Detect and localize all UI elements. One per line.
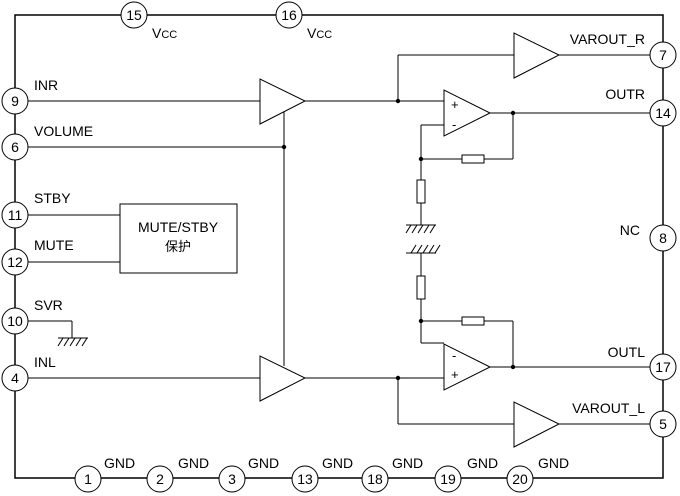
pin-8: 8: [649, 224, 677, 252]
feedback-resistor-right: [461, 154, 485, 164]
svg-text:12: 12: [7, 254, 23, 270]
wires: [28, 54, 650, 425]
svg-text:8: 8: [659, 230, 667, 246]
junction-dot: [281, 144, 287, 150]
pin-1-label: GND: [104, 455, 135, 471]
opamp-left-minus: -: [452, 348, 456, 363]
pin-16-label: VCC: [307, 25, 332, 41]
pin-14: 14: [649, 99, 677, 127]
svg-text:10: 10: [7, 313, 23, 329]
pin-3-label: GND: [248, 455, 279, 471]
pin-18: 18: [361, 465, 389, 493]
ground-symbol-svr: [57, 337, 88, 347]
opamp-right-minus: -: [452, 117, 456, 132]
varout-buffer-left: [513, 401, 561, 448]
opamp-left-plus: +: [451, 367, 459, 382]
pin-2: 2: [146, 465, 174, 493]
pin-6: 6: [1, 133, 29, 161]
pin-13: 13: [291, 465, 319, 493]
mute-stby-block-subtitle: 保护: [165, 239, 191, 254]
ground-symbol-upper: [405, 224, 436, 234]
pin-9-label: INR: [34, 77, 58, 93]
junction-dot: [510, 110, 516, 116]
svg-text:5: 5: [659, 416, 667, 432]
input-amp-right: [259, 78, 307, 125]
svg-text:1: 1: [84, 471, 92, 487]
svg-text:4: 4: [11, 370, 19, 386]
pin-20-label: GND: [538, 455, 569, 471]
pin-7-label: VAROUT_R: [570, 31, 645, 47]
pin-6-label: VOLUME: [34, 123, 93, 139]
output-opamp-right: [443, 89, 492, 137]
junction-dot: [395, 98, 401, 104]
svg-text:19: 19: [440, 471, 456, 487]
pin-12-label: MUTE: [34, 237, 74, 253]
pin-11: 11: [1, 201, 29, 229]
pin-17-label: OUTL: [608, 344, 646, 360]
junction-dot: [418, 156, 424, 162]
svg-text:16: 16: [281, 7, 297, 23]
pin-2-label: GND: [178, 455, 209, 471]
svg-text:6: 6: [11, 139, 19, 155]
output-opamp-left: [443, 343, 492, 391]
pin-17: 17: [649, 353, 677, 381]
pin-9: 9: [1, 87, 29, 115]
pin-3: 3: [218, 465, 246, 493]
mute-stby-block: [119, 203, 238, 274]
mute-stby-block-title: MUTE/STBY: [138, 219, 219, 235]
varout-buffer-right: [513, 32, 561, 79]
pin-19: 19: [434, 465, 462, 493]
svg-text:9: 9: [11, 93, 19, 109]
pin-4: 4: [1, 364, 29, 392]
junction-dot: [395, 375, 401, 381]
svg-text:15: 15: [126, 7, 142, 23]
pin-20: 20: [506, 465, 534, 493]
pin-12: 12: [1, 248, 29, 276]
pin-11-label: STBY: [34, 190, 71, 206]
pin-5: 5: [649, 410, 677, 438]
svg-text:14: 14: [655, 105, 671, 121]
svg-text:7: 7: [659, 47, 667, 63]
feedback-resistor-left: [461, 316, 485, 326]
pin-15-label: VCC: [152, 25, 177, 41]
svg-text:17: 17: [655, 359, 671, 375]
svg-text:11: 11: [8, 207, 23, 223]
pin-7: 7: [649, 41, 677, 69]
ground-resistor-right: [416, 179, 426, 204]
junction-dot: [418, 318, 424, 324]
pin-19-label: GND: [467, 455, 498, 471]
ground-symbol-lower: [406, 244, 441, 254]
svg-text:20: 20: [512, 471, 528, 487]
pin-16: 16: [275, 1, 303, 29]
pin-18-label: GND: [392, 455, 423, 471]
pin-13-label: GND: [322, 455, 353, 471]
svg-text:13: 13: [297, 471, 313, 487]
pin-8-label: NC: [620, 222, 640, 238]
pin-5-label: VAROUT_L: [572, 400, 645, 416]
pin-14-label: OUTR: [605, 86, 645, 102]
svg-text:3: 3: [228, 471, 236, 487]
svg-text:18: 18: [367, 471, 383, 487]
ground-resistor-left: [416, 275, 426, 300]
pin-10-label: SVR: [34, 297, 63, 313]
chip-outline: [14, 14, 664, 479]
svg-text:2: 2: [156, 471, 164, 487]
pin-1: 1: [74, 465, 102, 493]
junction-dot: [510, 364, 516, 370]
pin-10: 10: [1, 307, 29, 335]
opamp-right-plus: +: [451, 97, 459, 112]
pin-4-label: INL: [34, 354, 56, 370]
pin-15: 15: [120, 1, 148, 29]
input-amp-left: [259, 355, 307, 402]
